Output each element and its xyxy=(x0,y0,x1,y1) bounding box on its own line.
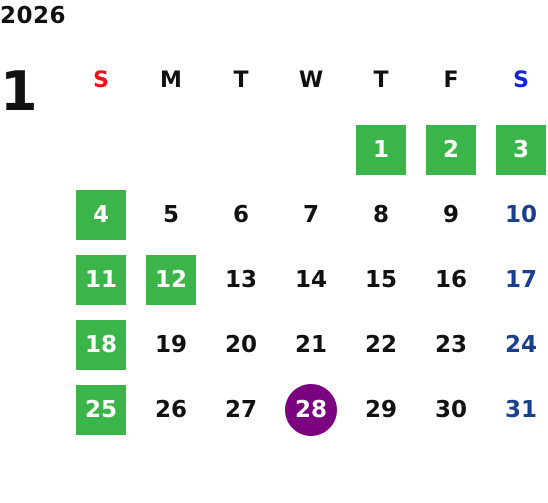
year-label: 2026 xyxy=(0,3,67,29)
date-cell[interactable]: 4 xyxy=(76,190,126,240)
date-cell[interactable]: 2 xyxy=(426,125,476,175)
weekday-header: F xyxy=(443,67,459,93)
date-cell[interactable]: 28 xyxy=(285,384,337,436)
date-cell[interactable]: 10 xyxy=(504,202,537,228)
date-cell[interactable]: 17 xyxy=(504,267,537,293)
month-number: 1 xyxy=(0,60,38,123)
date-cell[interactable]: 18 xyxy=(76,320,126,370)
date-cell[interactable]: 20 xyxy=(224,332,257,358)
date-cell[interactable]: 21 xyxy=(294,332,327,358)
date-cell[interactable]: 30 xyxy=(434,397,467,423)
date-cell[interactable]: 7 xyxy=(302,202,319,228)
date-cell[interactable]: 22 xyxy=(364,332,397,358)
date-cell[interactable]: 19 xyxy=(154,332,187,358)
date-cell[interactable]: 25 xyxy=(76,385,126,435)
weekday-header: M xyxy=(160,67,182,93)
date-cell[interactable]: 15 xyxy=(364,267,397,293)
date-cell[interactable]: 6 xyxy=(232,202,249,228)
date-cell[interactable]: 23 xyxy=(434,332,467,358)
weekday-header: S xyxy=(93,67,109,93)
date-cell[interactable]: 9 xyxy=(442,202,459,228)
date-cell[interactable]: 13 xyxy=(224,267,257,293)
date-cell[interactable]: 1 xyxy=(356,125,406,175)
date-cell[interactable]: 12 xyxy=(146,255,196,305)
weekday-header: S xyxy=(513,67,529,93)
date-cell[interactable]: 27 xyxy=(224,397,257,423)
date-cell[interactable]: 14 xyxy=(294,267,327,293)
weekday-header: T xyxy=(233,67,249,93)
date-cell[interactable]: 16 xyxy=(434,267,467,293)
weekday-header: T xyxy=(373,67,389,93)
date-cell[interactable]: 5 xyxy=(162,202,179,228)
date-cell[interactable]: 31 xyxy=(504,397,537,423)
date-cell[interactable]: 11 xyxy=(76,255,126,305)
date-cell[interactable]: 29 xyxy=(364,397,397,423)
date-cell[interactable]: 3 xyxy=(496,125,546,175)
date-cell[interactable]: 8 xyxy=(372,202,389,228)
date-cell[interactable]: 24 xyxy=(504,332,537,358)
weekday-header: W xyxy=(298,67,324,93)
date-cell[interactable]: 26 xyxy=(154,397,187,423)
